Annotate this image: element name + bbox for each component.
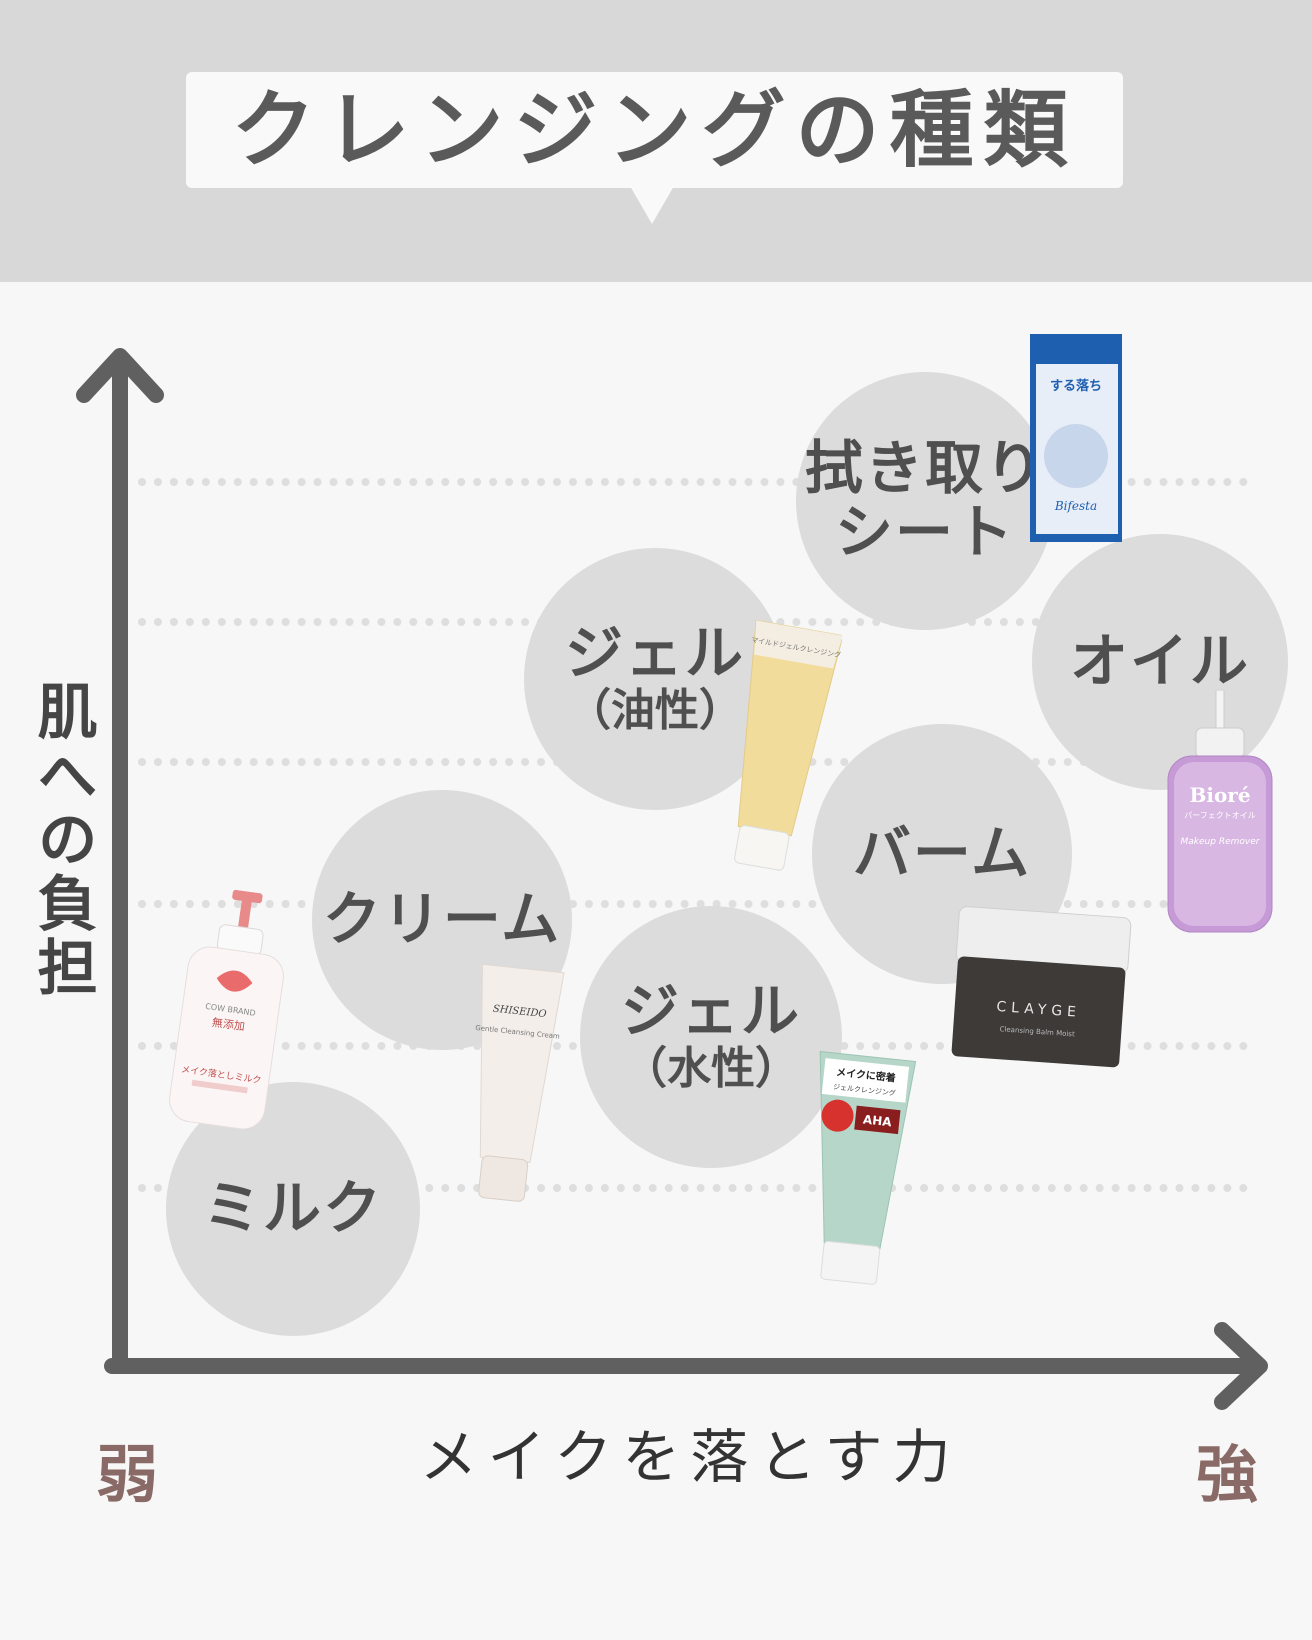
bubble-label: バーム	[852, 819, 1032, 888]
product-oil-bottle: Bioré パーフェクトオイル Makeup Remover	[1167, 690, 1273, 933]
product-text: 無添加	[211, 1015, 246, 1033]
product-text: する落ち	[1050, 378, 1102, 394]
title-pointer	[630, 186, 674, 224]
product-cream-tube: SHISEIDO Gentle Cleansing Cream	[475, 963, 565, 1202]
product-text: パーフェクトオイル	[1184, 811, 1256, 820]
product-text: Bioré	[1189, 783, 1250, 807]
product-sheet-pack: する落ち Bifesta	[1030, 334, 1122, 542]
x-axis-label: メイクを落とす力	[419, 1423, 961, 1491]
product-balm-jar: CLAYGE Cleansing Balm Moist	[951, 906, 1132, 1068]
x-axis-arrowhead	[1214, 1322, 1268, 1410]
x-axis-low-label: 弱	[96, 1438, 159, 1511]
product-text: AHA	[862, 1112, 893, 1129]
bubble-sublabel: シート	[834, 498, 1015, 566]
product-gel-water-tube: メイクに密着 ジェルクレンジング AHA	[819, 1050, 917, 1285]
grid-line	[138, 900, 1248, 908]
bubble-label: オイル	[1069, 627, 1250, 696]
y-axis-arrowhead	[76, 348, 164, 403]
bubble-label: 拭き取り	[804, 434, 1045, 503]
bubble-label: ミルク	[202, 1174, 383, 1243]
product-text: CLAYGE	[996, 999, 1082, 1021]
y-axis-label: 肌への負担	[27, 680, 97, 1000]
product-text: Bifesta	[1054, 499, 1097, 513]
bubble-gel-oil: ジェル （油性）	[524, 548, 786, 810]
grid-line	[138, 478, 1248, 486]
bubble-sheet: 拭き取り シート	[796, 372, 1054, 630]
bubble-oil: オイル	[1032, 534, 1288, 790]
bubble-sublabel: （水性）	[623, 1042, 799, 1094]
bubble-sublabel: （油性）	[567, 684, 743, 736]
grid-line	[138, 1184, 1248, 1192]
x-axis-high-label: 強	[1196, 1438, 1259, 1511]
title-box	[186, 72, 1123, 188]
page-title: クレンジングの種類	[231, 81, 1078, 179]
bubble-label: ジェル	[564, 618, 745, 687]
product-milk-bottle: COW BRAND 無添加 メイク落としミルク	[169, 889, 284, 1130]
bubble-label: クリーム	[322, 885, 562, 954]
product-text: Makeup Remover	[1181, 837, 1261, 847]
bubble-label: ジェル	[620, 976, 801, 1045]
bubble-gel-water: ジェル （水性）	[580, 906, 842, 1168]
product-gel-oil-tube: マイルドジェルクレンジング	[734, 620, 842, 871]
